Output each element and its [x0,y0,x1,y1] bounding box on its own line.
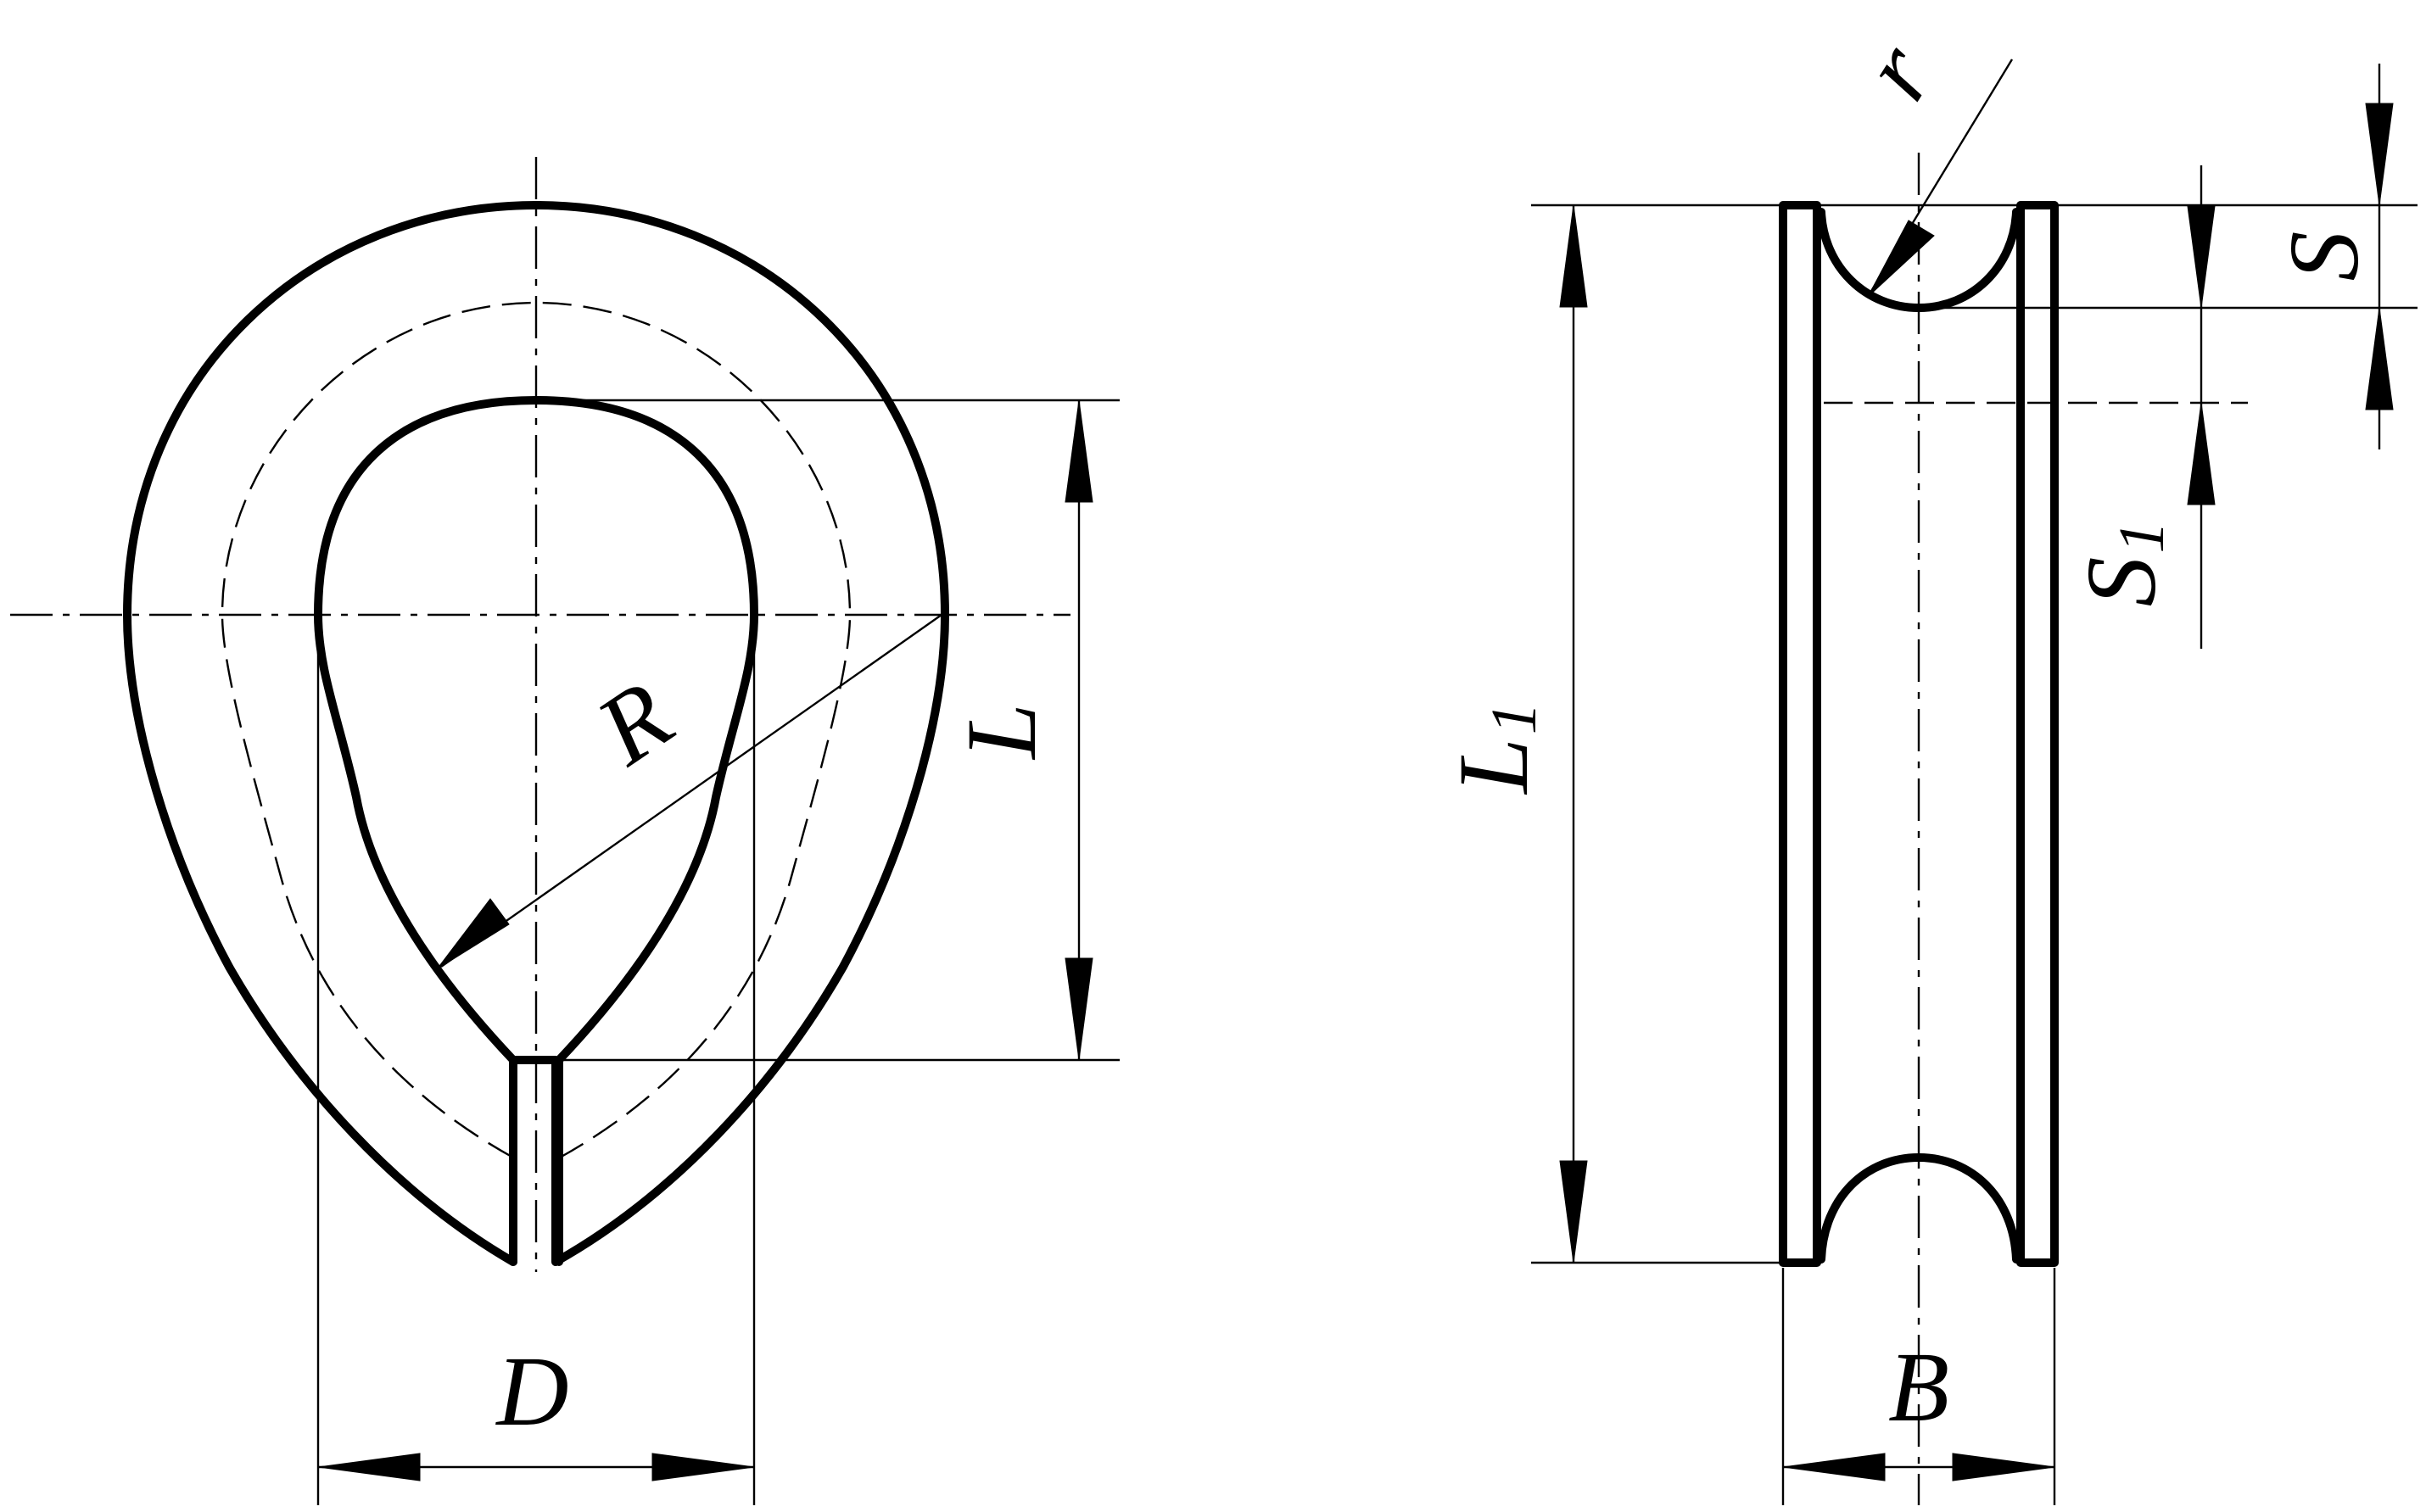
s-arrow-top [2365,103,2394,206]
r-arrow [436,898,510,970]
b-arrow-right [1952,1453,2055,1481]
label-l1-sub: 1 [1479,702,1550,734]
front-view: D L R [10,157,1120,1505]
groove-hidden-line [221,301,852,1159]
r-leader-line [440,614,942,968]
label-s: S [2268,232,2379,282]
label-l1: L1 [1438,702,1550,795]
label-b: B [1888,1331,1949,1442]
l1-arrow-bottom [1559,1160,1588,1264]
l1-arrow-top [1559,204,1588,308]
d-arrow-right [651,1453,755,1481]
l-arrow-bottom [1065,957,1093,1061]
left-flange [1779,201,1821,1267]
bottom-groove-profile [1817,1153,2021,1264]
label-l1-main: L [1438,738,1549,795]
outer-contour [123,201,949,1266]
label-r-large: R [578,660,691,786]
label-r-small: r [1840,25,1955,117]
label-s1: S1 [2065,522,2177,607]
d-arrow-left [317,1453,421,1481]
s1-arrow-bottom [2187,402,2216,505]
right-flange [2016,201,2059,1267]
label-s1-sub: 1 [2106,522,2177,554]
small-r-arrow [1867,220,1935,298]
s1-arrow-top [2187,205,2216,309]
l-arrow-top [1065,399,1093,503]
label-l: L [946,703,1057,761]
s-arrow-bottom [2365,307,2394,410]
label-s1-main: S [2065,557,2177,607]
side-view: L1 B r S S1 [1438,25,2418,1505]
b-arrow-left [1782,1453,1886,1481]
label-d: D [495,1336,568,1447]
